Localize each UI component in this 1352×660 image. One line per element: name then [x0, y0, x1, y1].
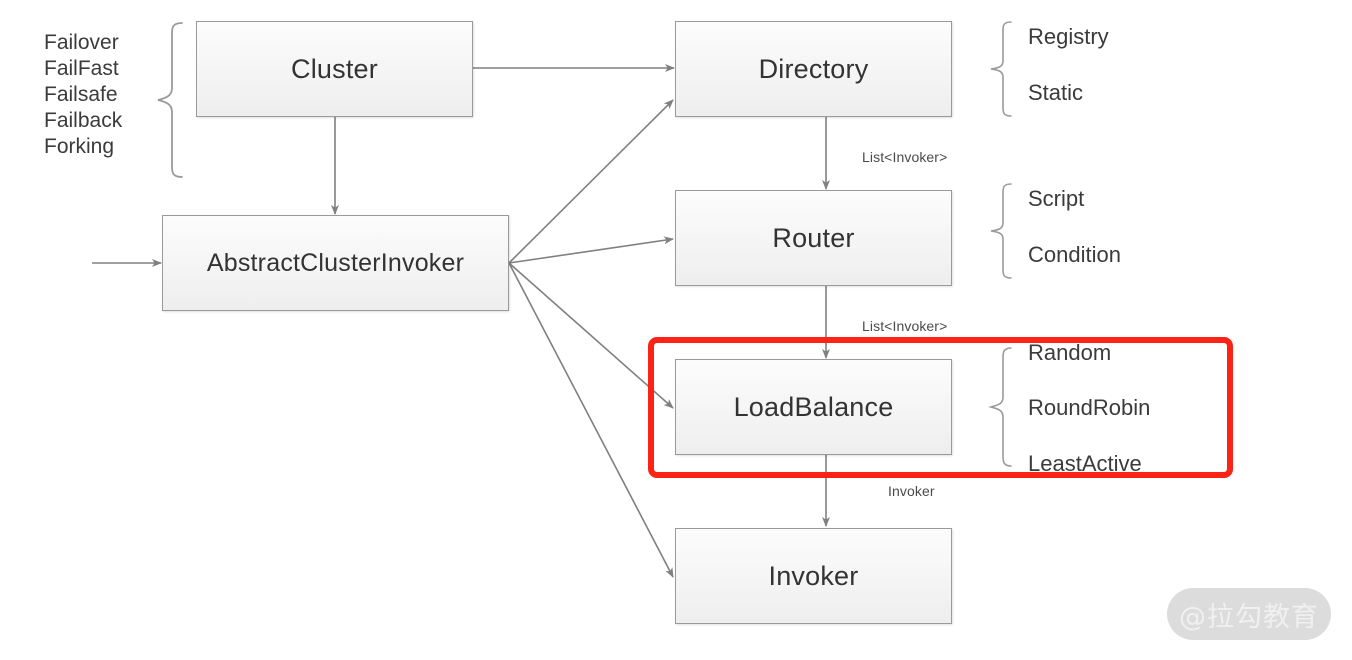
watermark-label: @拉勾教育	[1179, 601, 1319, 633]
cluster-strategy-item: Forking	[44, 135, 115, 158]
edge-abstract-cluster-invoker-to-directory	[508, 99, 674, 264]
router-impl-item: Script	[1028, 186, 1085, 211]
node-cluster-label: Cluster	[291, 53, 378, 84]
node-loadbalance-label: LoadBalance	[733, 391, 894, 422]
directory-impl-item: Static	[1028, 80, 1084, 105]
cluster-strategy-item: Failsafe	[44, 83, 118, 106]
edge-abstract-cluster-invoker-to-loadbalance	[508, 262, 674, 409]
router-impl-brace	[990, 183, 1012, 279]
node-directory[interactable]: Directory	[675, 21, 952, 117]
loadbalance-impl-item: Random	[1028, 340, 1112, 365]
watermark: @拉勾教育	[1167, 588, 1331, 640]
loadbalance-impl-item: LeastActive	[1028, 451, 1142, 476]
cluster-strategy-item: FailFast	[44, 57, 119, 80]
node-abstract-cluster-invoker-label: AbstractClusterInvoker	[206, 248, 465, 277]
cluster-strategy-item: Failover	[44, 31, 119, 54]
loadbalance-impl-item: RoundRobin	[1028, 395, 1151, 420]
directory-impl-item: Registry	[1028, 24, 1109, 49]
node-loadbalance[interactable]: LoadBalance	[675, 359, 952, 455]
node-router[interactable]: Router	[675, 190, 952, 286]
node-router-label: Router	[772, 222, 855, 253]
edge-abstract-cluster-invoker-to-invoker	[508, 262, 674, 578]
node-abstract-cluster-invoker[interactable]: AbstractClusterInvoker	[162, 215, 509, 311]
edge-label-directory-to-router: List<Invoker>	[862, 149, 948, 165]
loadbalance-impl-brace	[988, 347, 1012, 467]
cluster-strategy-list: Failover FailFast Failsafe Failback Fork…	[44, 30, 154, 160]
cluster-strategy-brace	[157, 22, 183, 178]
node-directory-label: Directory	[758, 53, 869, 84]
directory-impl-brace	[990, 21, 1012, 117]
node-cluster[interactable]: Cluster	[196, 21, 473, 117]
cluster-strategy-item: Failback	[44, 109, 123, 132]
edge-label-router-to-loadbalance: List<Invoker>	[862, 318, 948, 334]
router-impl-item: Condition	[1028, 242, 1121, 267]
node-invoker[interactable]: Invoker	[675, 528, 952, 624]
edge-label-loadbalance-to-invoker: Invoker	[888, 483, 935, 499]
edge-abstract-cluster-invoker-to-router	[508, 236, 674, 264]
node-invoker-label: Invoker	[768, 560, 859, 591]
